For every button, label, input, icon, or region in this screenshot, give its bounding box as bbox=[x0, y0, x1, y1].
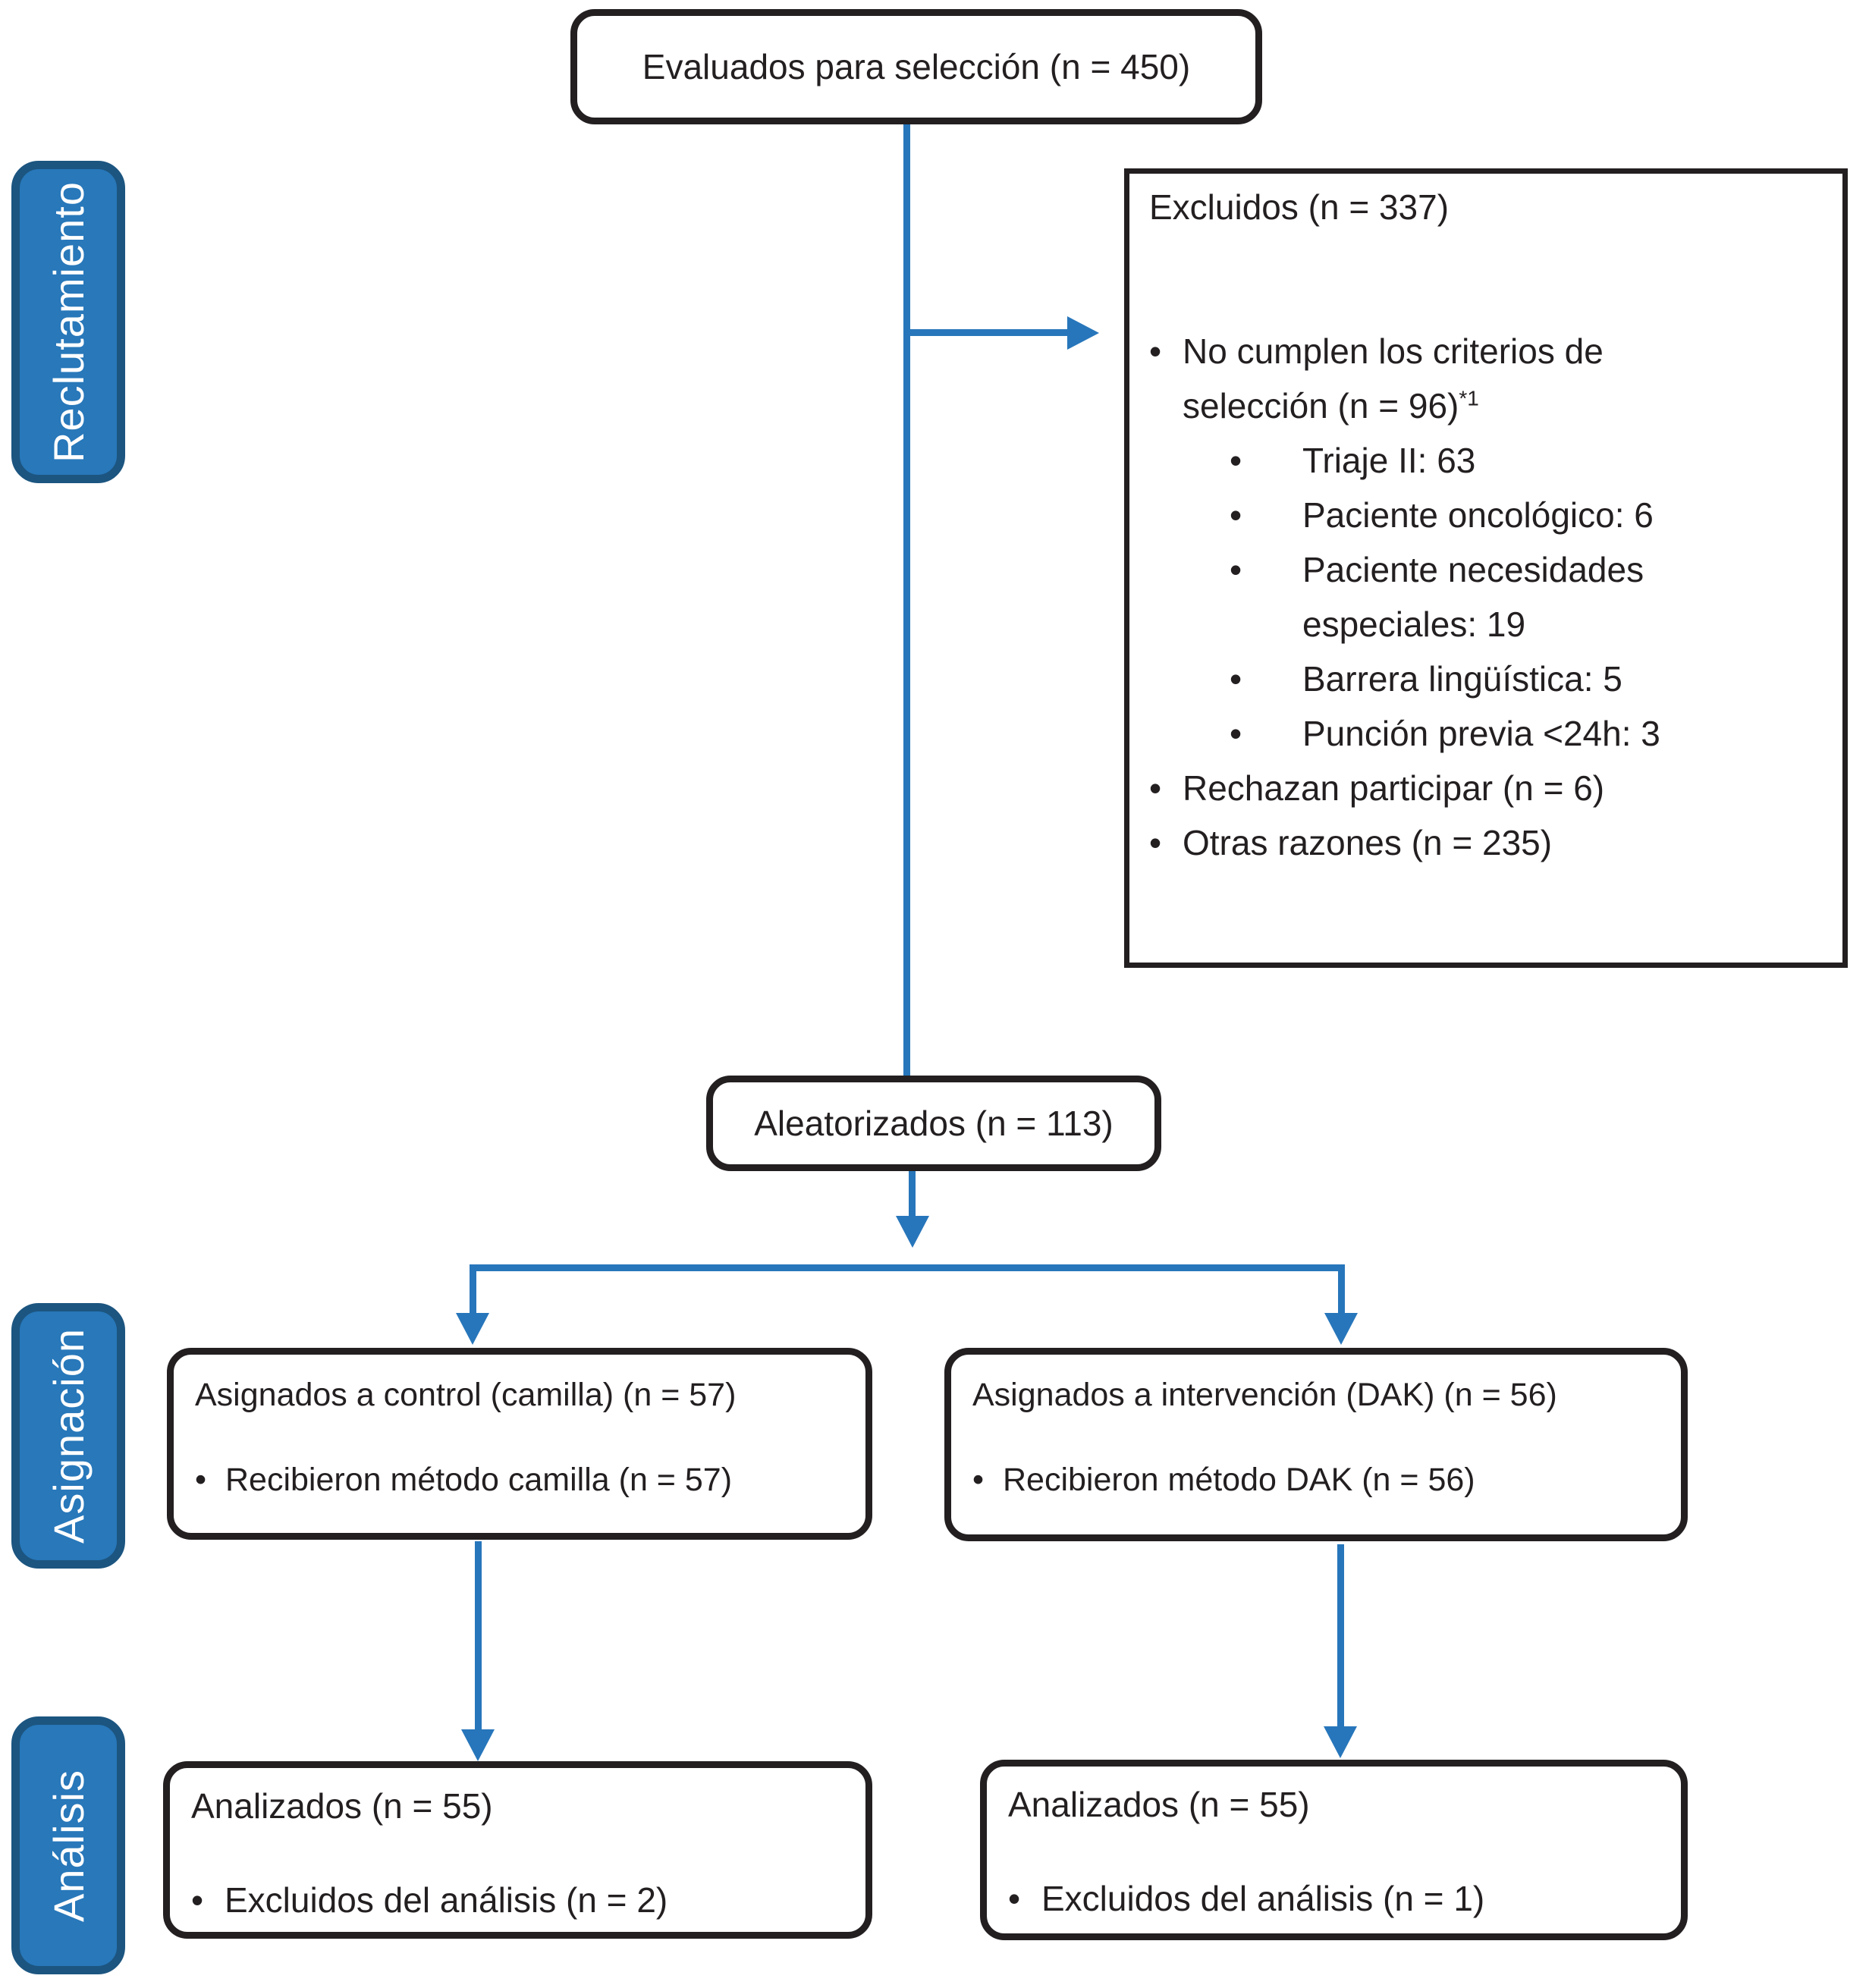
bullet-dot bbox=[1008, 1871, 1041, 1926]
bullet-dot bbox=[1149, 815, 1183, 870]
flow-line-split bbox=[470, 1264, 1344, 1271]
flow-line-assessed-to-randomized bbox=[903, 121, 910, 1076]
excluded-sub-reason-triaje: Triaje II: 63 bbox=[1230, 433, 1820, 488]
stage-label-recruitment-text: Reclutamiento bbox=[44, 181, 93, 463]
box-intervention-title: Asignados a intervención (DAK) (n = 56) bbox=[972, 1377, 1557, 1413]
flow-line-control-to-analyzed bbox=[475, 1541, 482, 1731]
flow-line-to-control bbox=[470, 1264, 476, 1314]
box-randomized-text: Aleatorizados (n = 113) bbox=[754, 1104, 1114, 1143]
box-intervention-bullet: Recibieron método DAK (n = 56) bbox=[972, 1453, 1661, 1506]
box-intervention: Asignados a intervención (DAK) (n = 56) … bbox=[944, 1348, 1688, 1541]
flow-line-to-intervention bbox=[1338, 1264, 1345, 1314]
box-analyzed-control-title: Analizados (n = 55) bbox=[191, 1786, 493, 1826]
box-analyzed-intervention: Analizados (n = 55) Excluidos del anális… bbox=[980, 1760, 1688, 1940]
arrowhead-analyzed-intervention bbox=[1324, 1726, 1357, 1758]
bullet-dot bbox=[1149, 324, 1183, 378]
excluded-sub-reason-oncologico: Paciente oncológico: 6 bbox=[1230, 488, 1820, 542]
bullet-dot bbox=[1230, 542, 1302, 597]
box-assessed: Evaluados para selección (n = 450) bbox=[570, 9, 1262, 124]
excluded-reason-criteria-line1: No cumplen los criterios de bbox=[1183, 331, 1604, 371]
bullet-dot bbox=[191, 1873, 225, 1927]
excluded-reason-criteria-text: No cumplen los criterios de selección (n… bbox=[1183, 324, 1604, 433]
box-assessed-text: Evaluados para selección (n = 450) bbox=[642, 47, 1191, 86]
box-control-bullet: Recibieron método camilla (n = 57) bbox=[195, 1453, 846, 1506]
bullet-dot bbox=[972, 1453, 1003, 1506]
arrowhead-intervention bbox=[1324, 1313, 1358, 1345]
arrowhead-analyzed-control bbox=[461, 1729, 495, 1761]
stage-label-allocation-text: Asignación bbox=[44, 1328, 93, 1544]
box-analyzed-control-bullet: Excluidos del análisis (n = 2) bbox=[191, 1873, 846, 1927]
arrowhead-excluded bbox=[1067, 316, 1099, 350]
bullet-dot bbox=[1149, 761, 1183, 815]
box-excluded: Excluidos (n = 337) No cumplen los crite… bbox=[1124, 168, 1848, 968]
box-analyzed-control: Analizados (n = 55) Excluidos del anális… bbox=[163, 1761, 872, 1939]
stage-label-recruitment: Reclutamiento bbox=[11, 161, 125, 483]
excluded-sub-reasons: Triaje II: 63 Paciente oncológico: 6 Pac… bbox=[1230, 433, 1820, 761]
arrowhead-split bbox=[896, 1216, 929, 1248]
excluded-reason-other: Otras razones (n = 235) bbox=[1149, 815, 1820, 870]
box-analyzed-intervention-bullet: Excluidos del análisis (n = 1) bbox=[1008, 1871, 1661, 1926]
excluded-footnote-marker: *1 bbox=[1459, 386, 1479, 410]
excluded-sub-reason-necesidades: Paciente necesidades especiales: 19 bbox=[1230, 542, 1820, 652]
box-analyzed-intervention-title: Analizados (n = 55) bbox=[1008, 1785, 1310, 1824]
excluded-reason-criteria: No cumplen los criterios de selección (n… bbox=[1149, 324, 1820, 433]
stage-label-analysis: Análisis bbox=[11, 1716, 125, 1974]
bullet-dot bbox=[195, 1453, 225, 1506]
stage-label-allocation: Asignación bbox=[11, 1303, 125, 1569]
bullet-dot bbox=[1230, 433, 1302, 488]
arrowhead-control bbox=[456, 1313, 489, 1345]
flow-line-intervention-to-analyzed bbox=[1337, 1544, 1344, 1728]
box-randomized: Aleatorizados (n = 113) bbox=[706, 1076, 1161, 1171]
stage-label-analysis-text: Análisis bbox=[44, 1769, 93, 1922]
excluded-sub-reason-puncion: Punción previa <24h: 3 bbox=[1230, 706, 1820, 761]
box-control: Asignados a control (camilla) (n = 57) R… bbox=[167, 1348, 872, 1540]
bullet-dot bbox=[1230, 706, 1302, 761]
flow-line-to-excluded bbox=[906, 329, 1069, 336]
excluded-sub-reason-linguistica: Barrera lingüística: 5 bbox=[1230, 652, 1820, 706]
excluded-title: Excluidos (n = 337) bbox=[1149, 187, 1450, 227]
flow-line-under-randomized bbox=[909, 1170, 916, 1217]
excluded-reason-criteria-line2: selección (n = 96) bbox=[1183, 386, 1459, 426]
box-control-title: Asignados a control (camilla) (n = 57) bbox=[195, 1377, 737, 1413]
bullet-dot bbox=[1230, 488, 1302, 542]
bullet-dot bbox=[1230, 652, 1302, 706]
excluded-reason-refused: Rechazan participar (n = 6) bbox=[1149, 761, 1820, 815]
